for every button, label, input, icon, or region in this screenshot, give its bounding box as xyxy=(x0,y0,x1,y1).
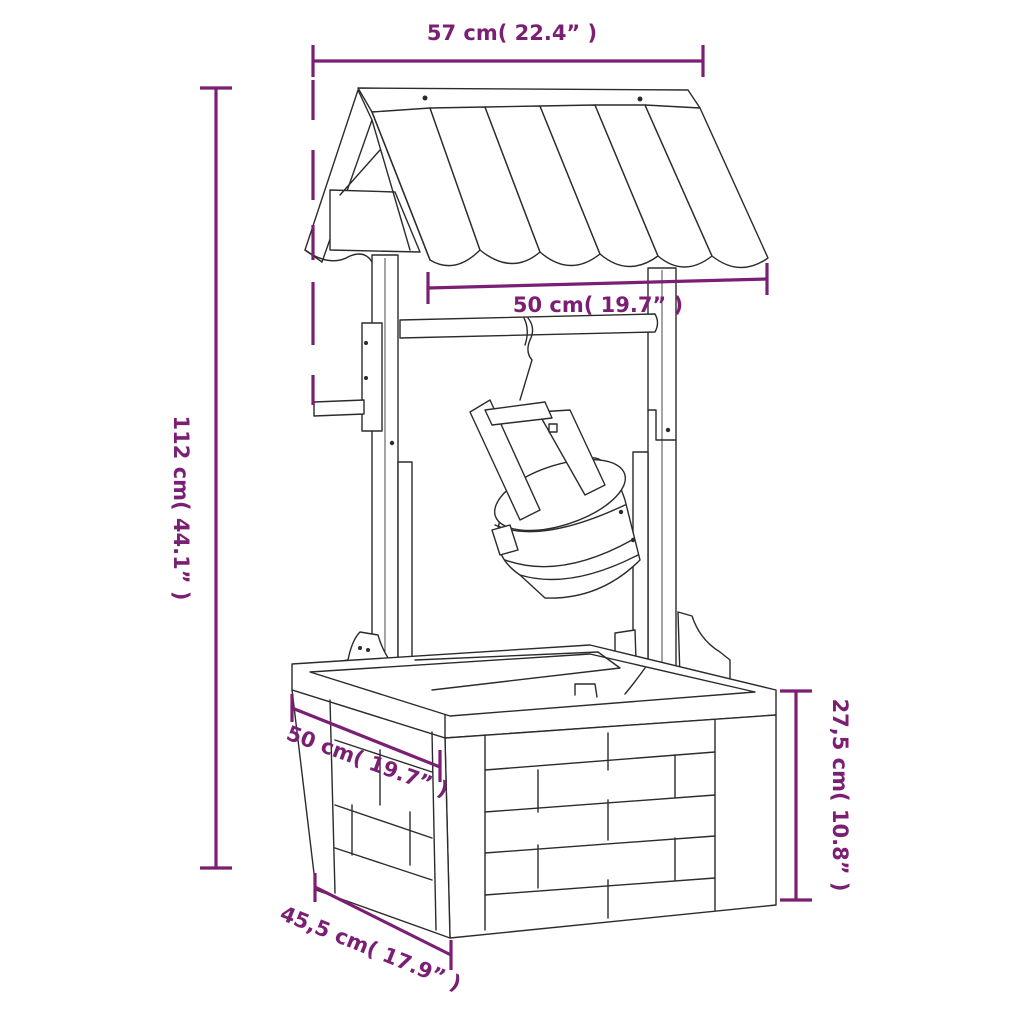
total-height-label: 112 cm( 44.1” ) xyxy=(169,416,193,601)
roof-width-label: 57 cm( 22.4” ) xyxy=(427,21,597,45)
dimension-roof-width: 57 cm( 22.4” ) xyxy=(311,21,705,77)
planter-box xyxy=(291,611,777,939)
dimension-roof-eave-width: 50 cm( 19.7” ) xyxy=(426,263,769,317)
bucket xyxy=(469,317,641,599)
roof xyxy=(304,87,769,269)
roof-eave-width-label: 50 cm( 19.7” ) xyxy=(513,293,683,317)
dimension-box-height: 27,5 cm( 10.8” ) xyxy=(780,689,852,902)
dimension-total-height: 112 cm( 44.1” ) xyxy=(169,86,232,870)
posts xyxy=(313,254,677,686)
box-height-label: 27,5 cm( 10.8” ) xyxy=(828,699,852,892)
